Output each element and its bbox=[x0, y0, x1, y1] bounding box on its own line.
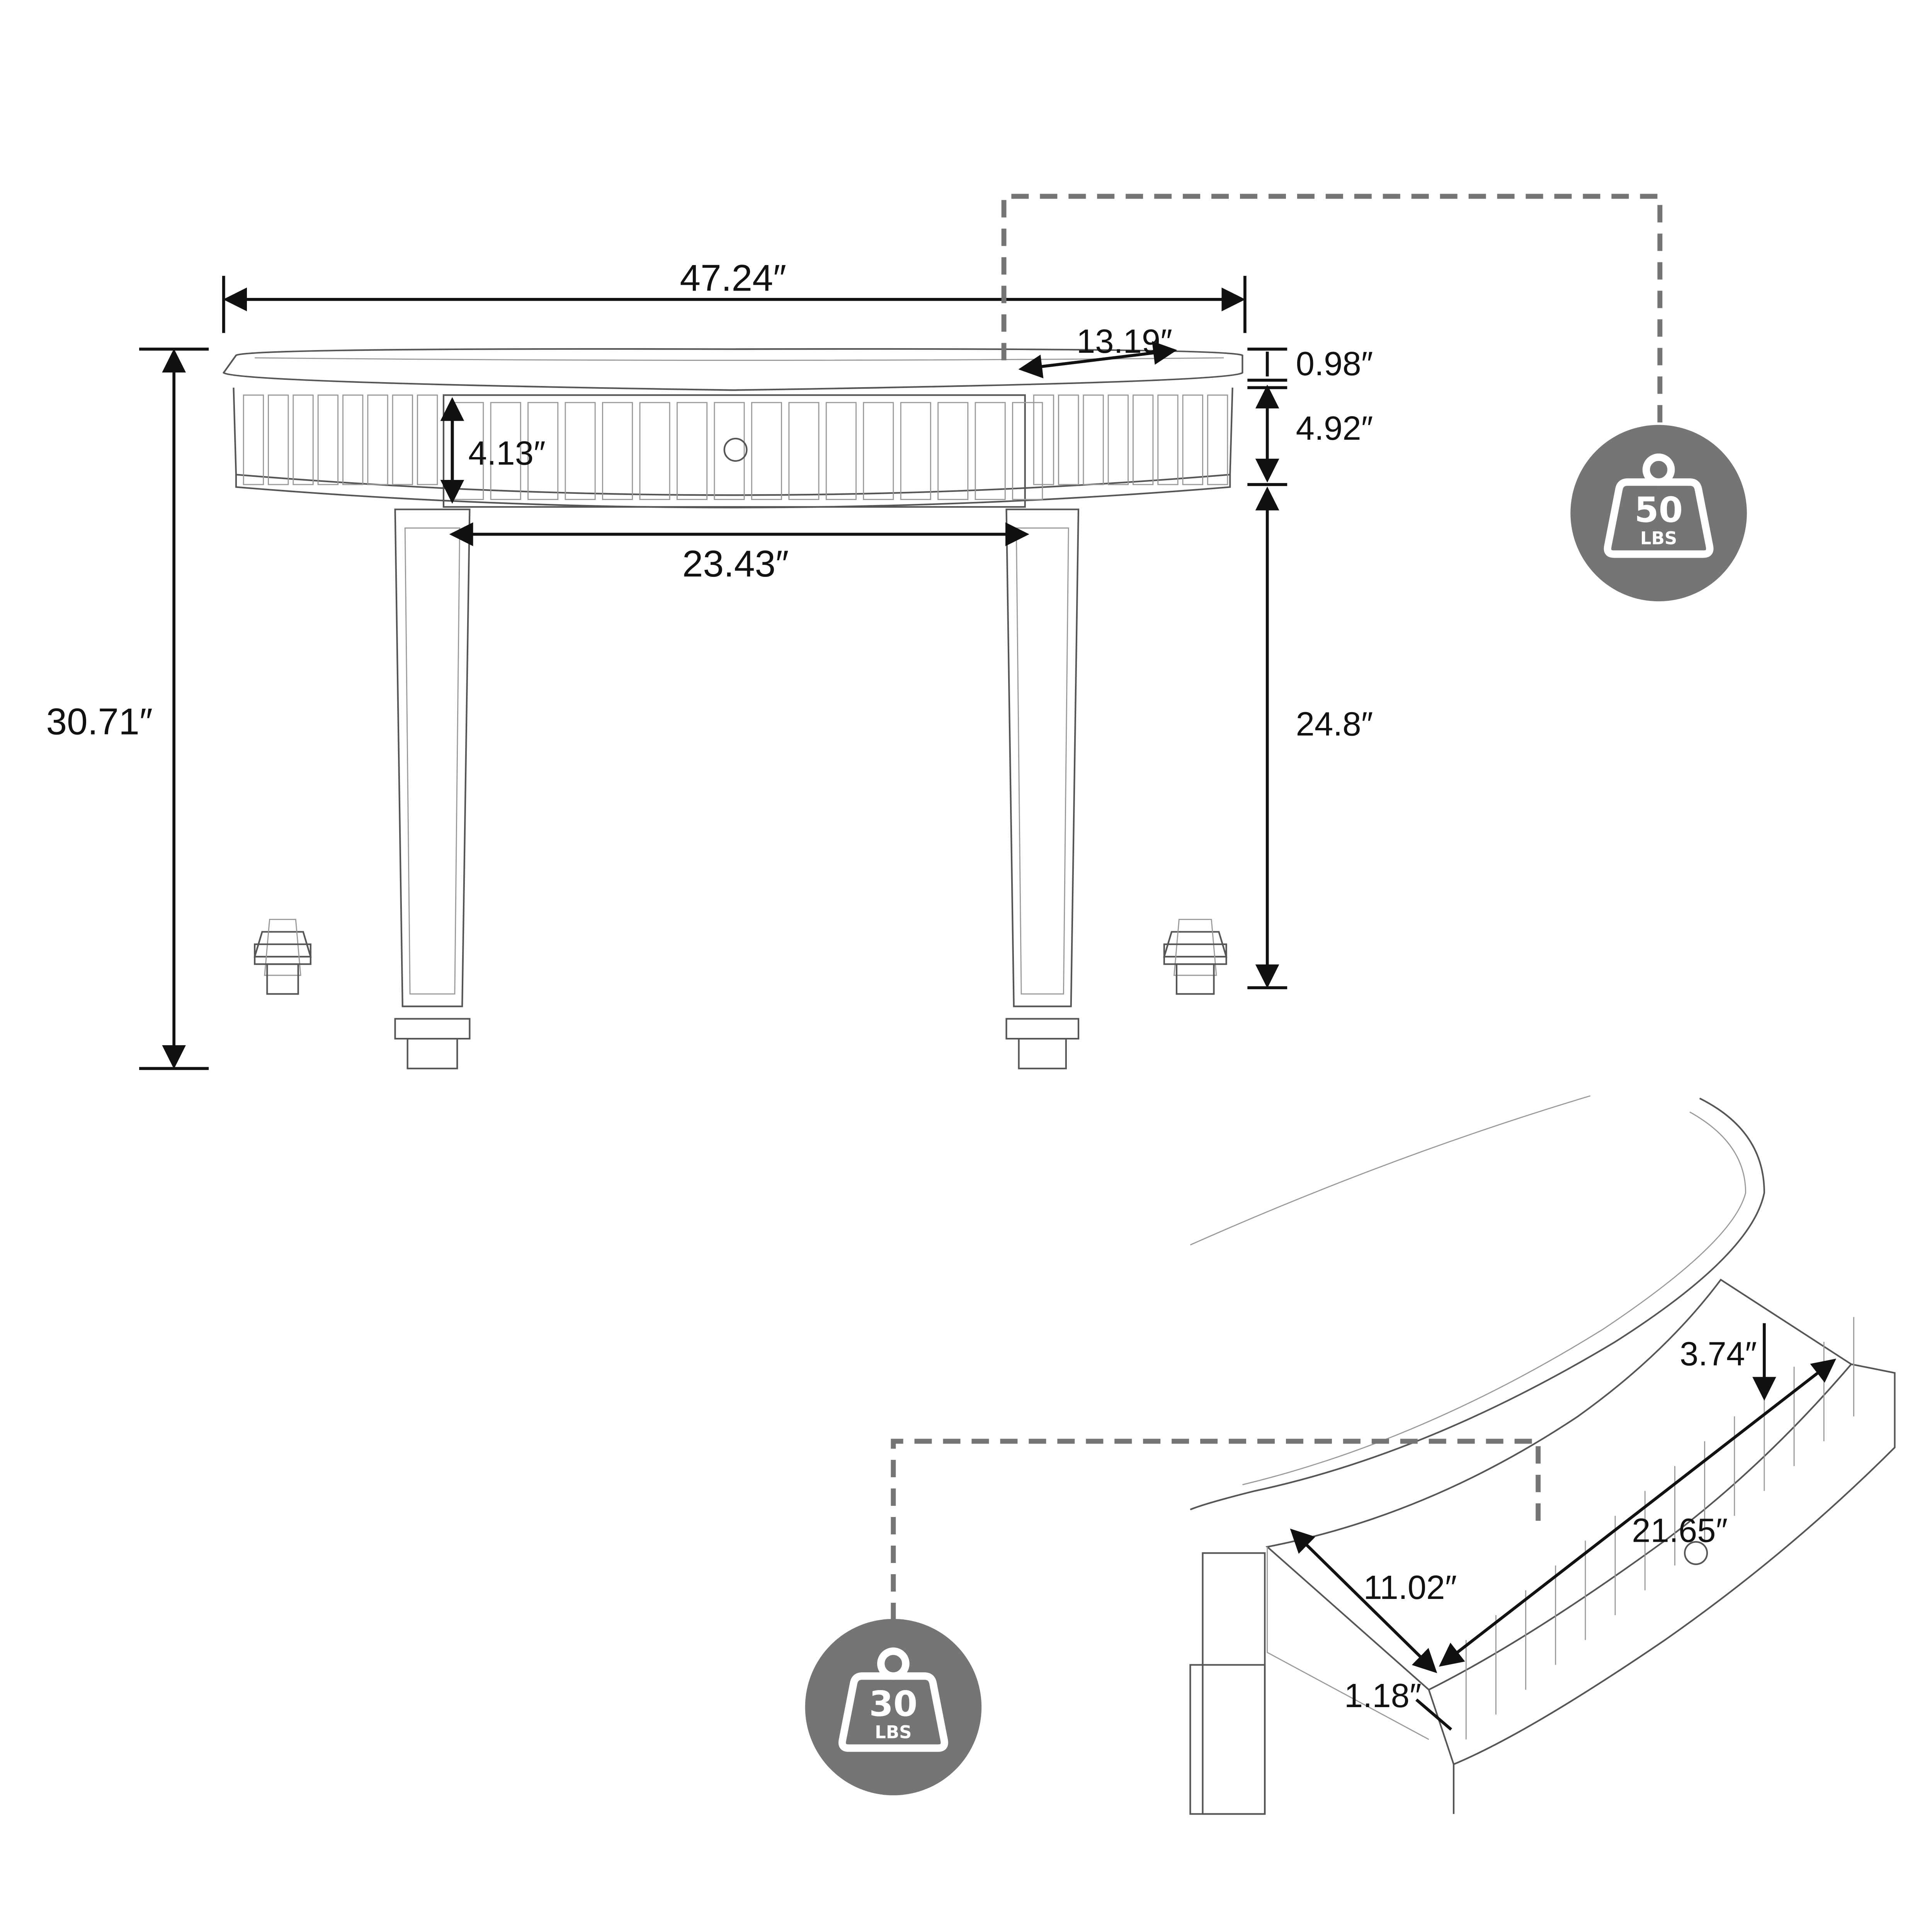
table-leg bbox=[394, 509, 471, 1007]
drawer-front-height-label: 4.13″ bbox=[468, 435, 546, 472]
apron-panel bbox=[1207, 395, 1228, 485]
weight-icon bbox=[1604, 453, 1714, 558]
apron-panel bbox=[392, 395, 413, 485]
apron-panel bbox=[1058, 395, 1079, 485]
drawer-panel bbox=[714, 402, 745, 500]
table-leg bbox=[1163, 931, 1228, 957]
leg-cuff bbox=[1005, 1018, 1080, 1040]
table-leg-inlay bbox=[404, 527, 461, 995]
table-leg-inlay bbox=[1015, 527, 1069, 995]
apron-panel bbox=[1157, 395, 1179, 485]
drawer-panel bbox=[751, 402, 782, 500]
drawer-panel bbox=[863, 402, 894, 500]
apron-height-label: 4.92″ bbox=[1296, 410, 1373, 447]
weight-value: 30 bbox=[869, 1684, 917, 1725]
drawer-dimension-lines bbox=[1290, 1323, 1837, 1731]
drawer-panel bbox=[825, 402, 857, 500]
apron-panel bbox=[317, 395, 339, 485]
drawer-length-label: 11.02″ bbox=[1364, 1569, 1457, 1606]
table-weight-badge: 50 LBS bbox=[1570, 425, 1747, 602]
drawer-side-label: 1.18″ bbox=[1344, 1677, 1422, 1714]
console-table-front-drawing bbox=[222, 348, 1243, 1070]
overall-height-label: 30.71″ bbox=[46, 701, 153, 742]
apron-panel bbox=[367, 395, 388, 485]
table-leg-inlay bbox=[264, 918, 301, 976]
apron-panel bbox=[342, 395, 364, 485]
apron-panel bbox=[268, 395, 289, 485]
drawer-detail-drawing bbox=[1189, 1095, 1896, 1815]
drawer-depth-label: 3.74″ bbox=[1680, 1335, 1757, 1373]
weight-unit: LBS bbox=[875, 1722, 912, 1742]
drawer-panel bbox=[788, 402, 820, 500]
apron-panel bbox=[243, 395, 264, 485]
dimension-lines bbox=[139, 276, 1287, 1070]
apron-panel bbox=[293, 395, 314, 485]
drawer-panel bbox=[1012, 402, 1043, 500]
drawer-panel bbox=[937, 402, 969, 500]
drawer-panel bbox=[527, 402, 559, 500]
table-leg bbox=[1005, 509, 1080, 1007]
drawer-panel bbox=[676, 402, 708, 500]
leg-cuff bbox=[1163, 943, 1227, 965]
top-thickness-label: 0.98″ bbox=[1296, 345, 1373, 383]
apron-panel bbox=[1182, 395, 1203, 485]
drawer-weight-badge: 30 LBS bbox=[805, 1619, 982, 1796]
apron-panel bbox=[1133, 395, 1154, 485]
drawer-width-label: 21.65″ bbox=[1632, 1512, 1728, 1549]
drawer-panel bbox=[565, 402, 596, 500]
drawer-panel bbox=[975, 402, 1006, 500]
drawer-panel bbox=[602, 402, 633, 500]
leg-foot bbox=[1018, 1038, 1067, 1070]
leg-clearance-label: 24.8″ bbox=[1296, 706, 1373, 743]
weight-icon bbox=[838, 1647, 948, 1752]
apron-panel bbox=[1083, 395, 1104, 485]
drawer-panel bbox=[900, 402, 931, 500]
leg-foot bbox=[406, 1038, 458, 1070]
weight-unit: LBS bbox=[1640, 528, 1677, 548]
leg-cuff bbox=[394, 1018, 471, 1040]
apron-panel bbox=[417, 395, 438, 485]
apron-panel bbox=[1033, 395, 1054, 485]
drawer-panel bbox=[639, 402, 670, 500]
overall-width-label: 47.24″ bbox=[680, 257, 786, 299]
leg-foot bbox=[1175, 963, 1215, 995]
leg-cuff bbox=[254, 943, 311, 965]
inner-leg-span-label: 23.43″ bbox=[682, 543, 789, 585]
drawer-panel bbox=[490, 402, 521, 500]
table-leg-inlay bbox=[1173, 918, 1217, 976]
table-leg bbox=[253, 931, 312, 957]
depth-label: 13.19″ bbox=[1077, 323, 1172, 360]
leg-foot bbox=[266, 963, 299, 995]
apron-panel bbox=[1107, 395, 1129, 485]
weight-value: 50 bbox=[1634, 490, 1683, 530]
